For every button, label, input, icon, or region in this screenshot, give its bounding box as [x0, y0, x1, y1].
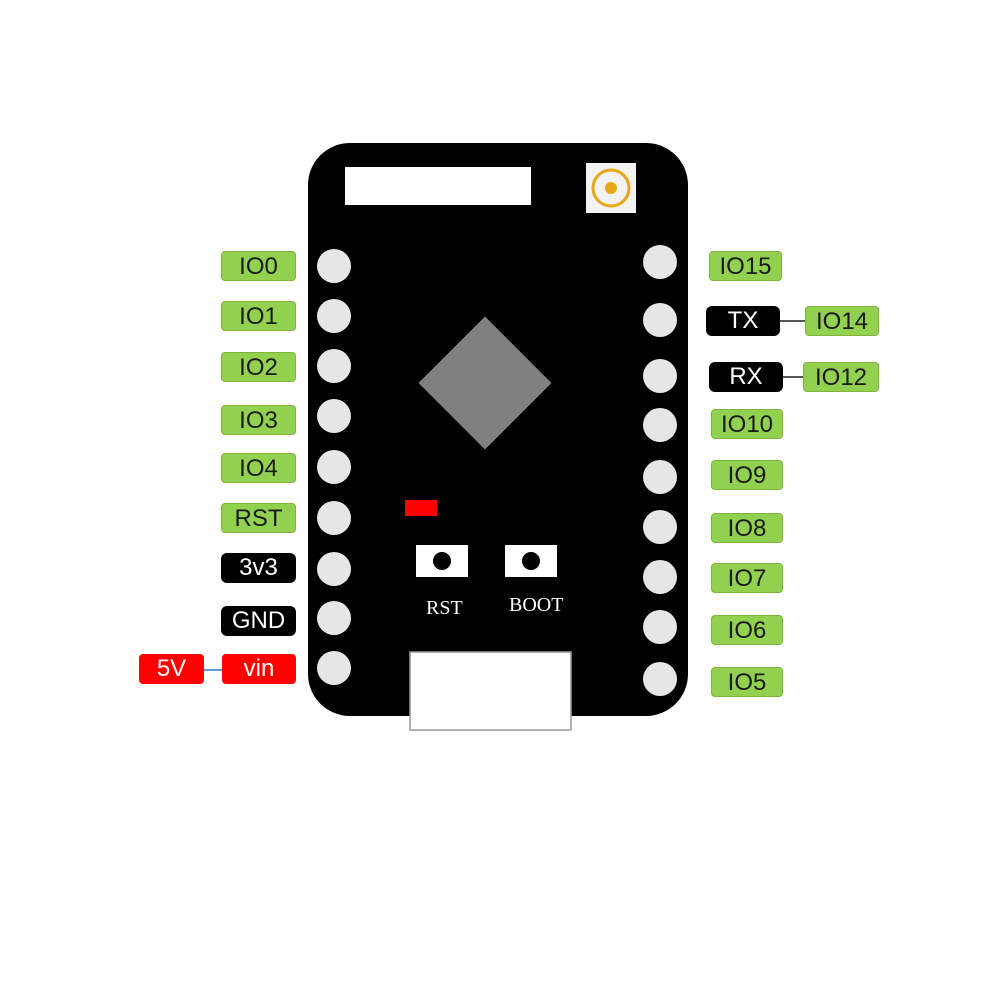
module-shield — [345, 167, 531, 205]
pin-label-tx: TX — [706, 306, 780, 336]
pin-label-rst: RST — [221, 503, 296, 533]
pin-pad-left-9 — [317, 651, 351, 685]
pin-label-io4: IO4 — [221, 453, 296, 483]
pin-label-io3: IO3 — [221, 405, 296, 435]
pin-pad-right-3 — [643, 359, 677, 393]
pin-label-5v: 5V — [139, 654, 204, 684]
pin-pad-left-1 — [317, 249, 351, 283]
led — [405, 500, 437, 516]
rst-button[interactable] — [433, 552, 451, 570]
antenna-ring-icon — [591, 168, 631, 208]
pin-label-io7: IO7 — [711, 563, 783, 593]
pin-label-io2: IO2 — [221, 352, 296, 382]
pin-label-io8: IO8 — [711, 513, 783, 543]
pin-pad-right-2 — [643, 303, 677, 337]
tx-connector-line — [780, 320, 805, 322]
pin-pad-right-8 — [643, 610, 677, 644]
pin-label-io10: IO10 — [711, 409, 783, 439]
pin-pad-left-2 — [317, 299, 351, 333]
pin-label-io0: IO0 — [221, 251, 296, 281]
pin-pad-left-7 — [317, 552, 351, 586]
pin-label-io12: IO12 — [803, 362, 879, 392]
pin-label-io6: IO6 — [711, 615, 783, 645]
pin-pad-left-6 — [317, 501, 351, 535]
pin-pad-right-1 — [643, 245, 677, 279]
pin-pad-left-5 — [317, 450, 351, 484]
pin-pad-right-5 — [643, 460, 677, 494]
pin-label-rx: RX — [709, 362, 783, 392]
pin-label-io1: IO1 — [221, 301, 296, 331]
chip — [418, 316, 552, 450]
boot-button-label: BOOT — [509, 594, 564, 616]
pin-pad-left-8 — [317, 601, 351, 635]
pin-label-vin: vin — [222, 654, 296, 684]
pin-pad-right-4 — [643, 408, 677, 442]
usb-connector — [409, 651, 572, 731]
pin-label-gnd: GND — [221, 606, 296, 636]
pin-pad-right-9 — [643, 662, 677, 696]
boot-button[interactable] — [522, 552, 540, 570]
pin-label-io9: IO9 — [711, 460, 783, 490]
pin-label-io14: IO14 — [805, 306, 879, 336]
antenna-center-icon — [605, 182, 617, 194]
pin-pad-right-7 — [643, 560, 677, 594]
rx-connector-line — [783, 376, 803, 378]
pin-pad-left-3 — [317, 349, 351, 383]
pin-label-io5: IO5 — [711, 667, 783, 697]
pin-label-3v3: 3v3 — [221, 553, 296, 583]
pin-pad-left-4 — [317, 399, 351, 433]
rst-button-label: RST — [426, 597, 463, 619]
pin-pad-right-6 — [643, 510, 677, 544]
pin-label-io15: IO15 — [709, 251, 782, 281]
vin-connector-line — [204, 669, 222, 671]
